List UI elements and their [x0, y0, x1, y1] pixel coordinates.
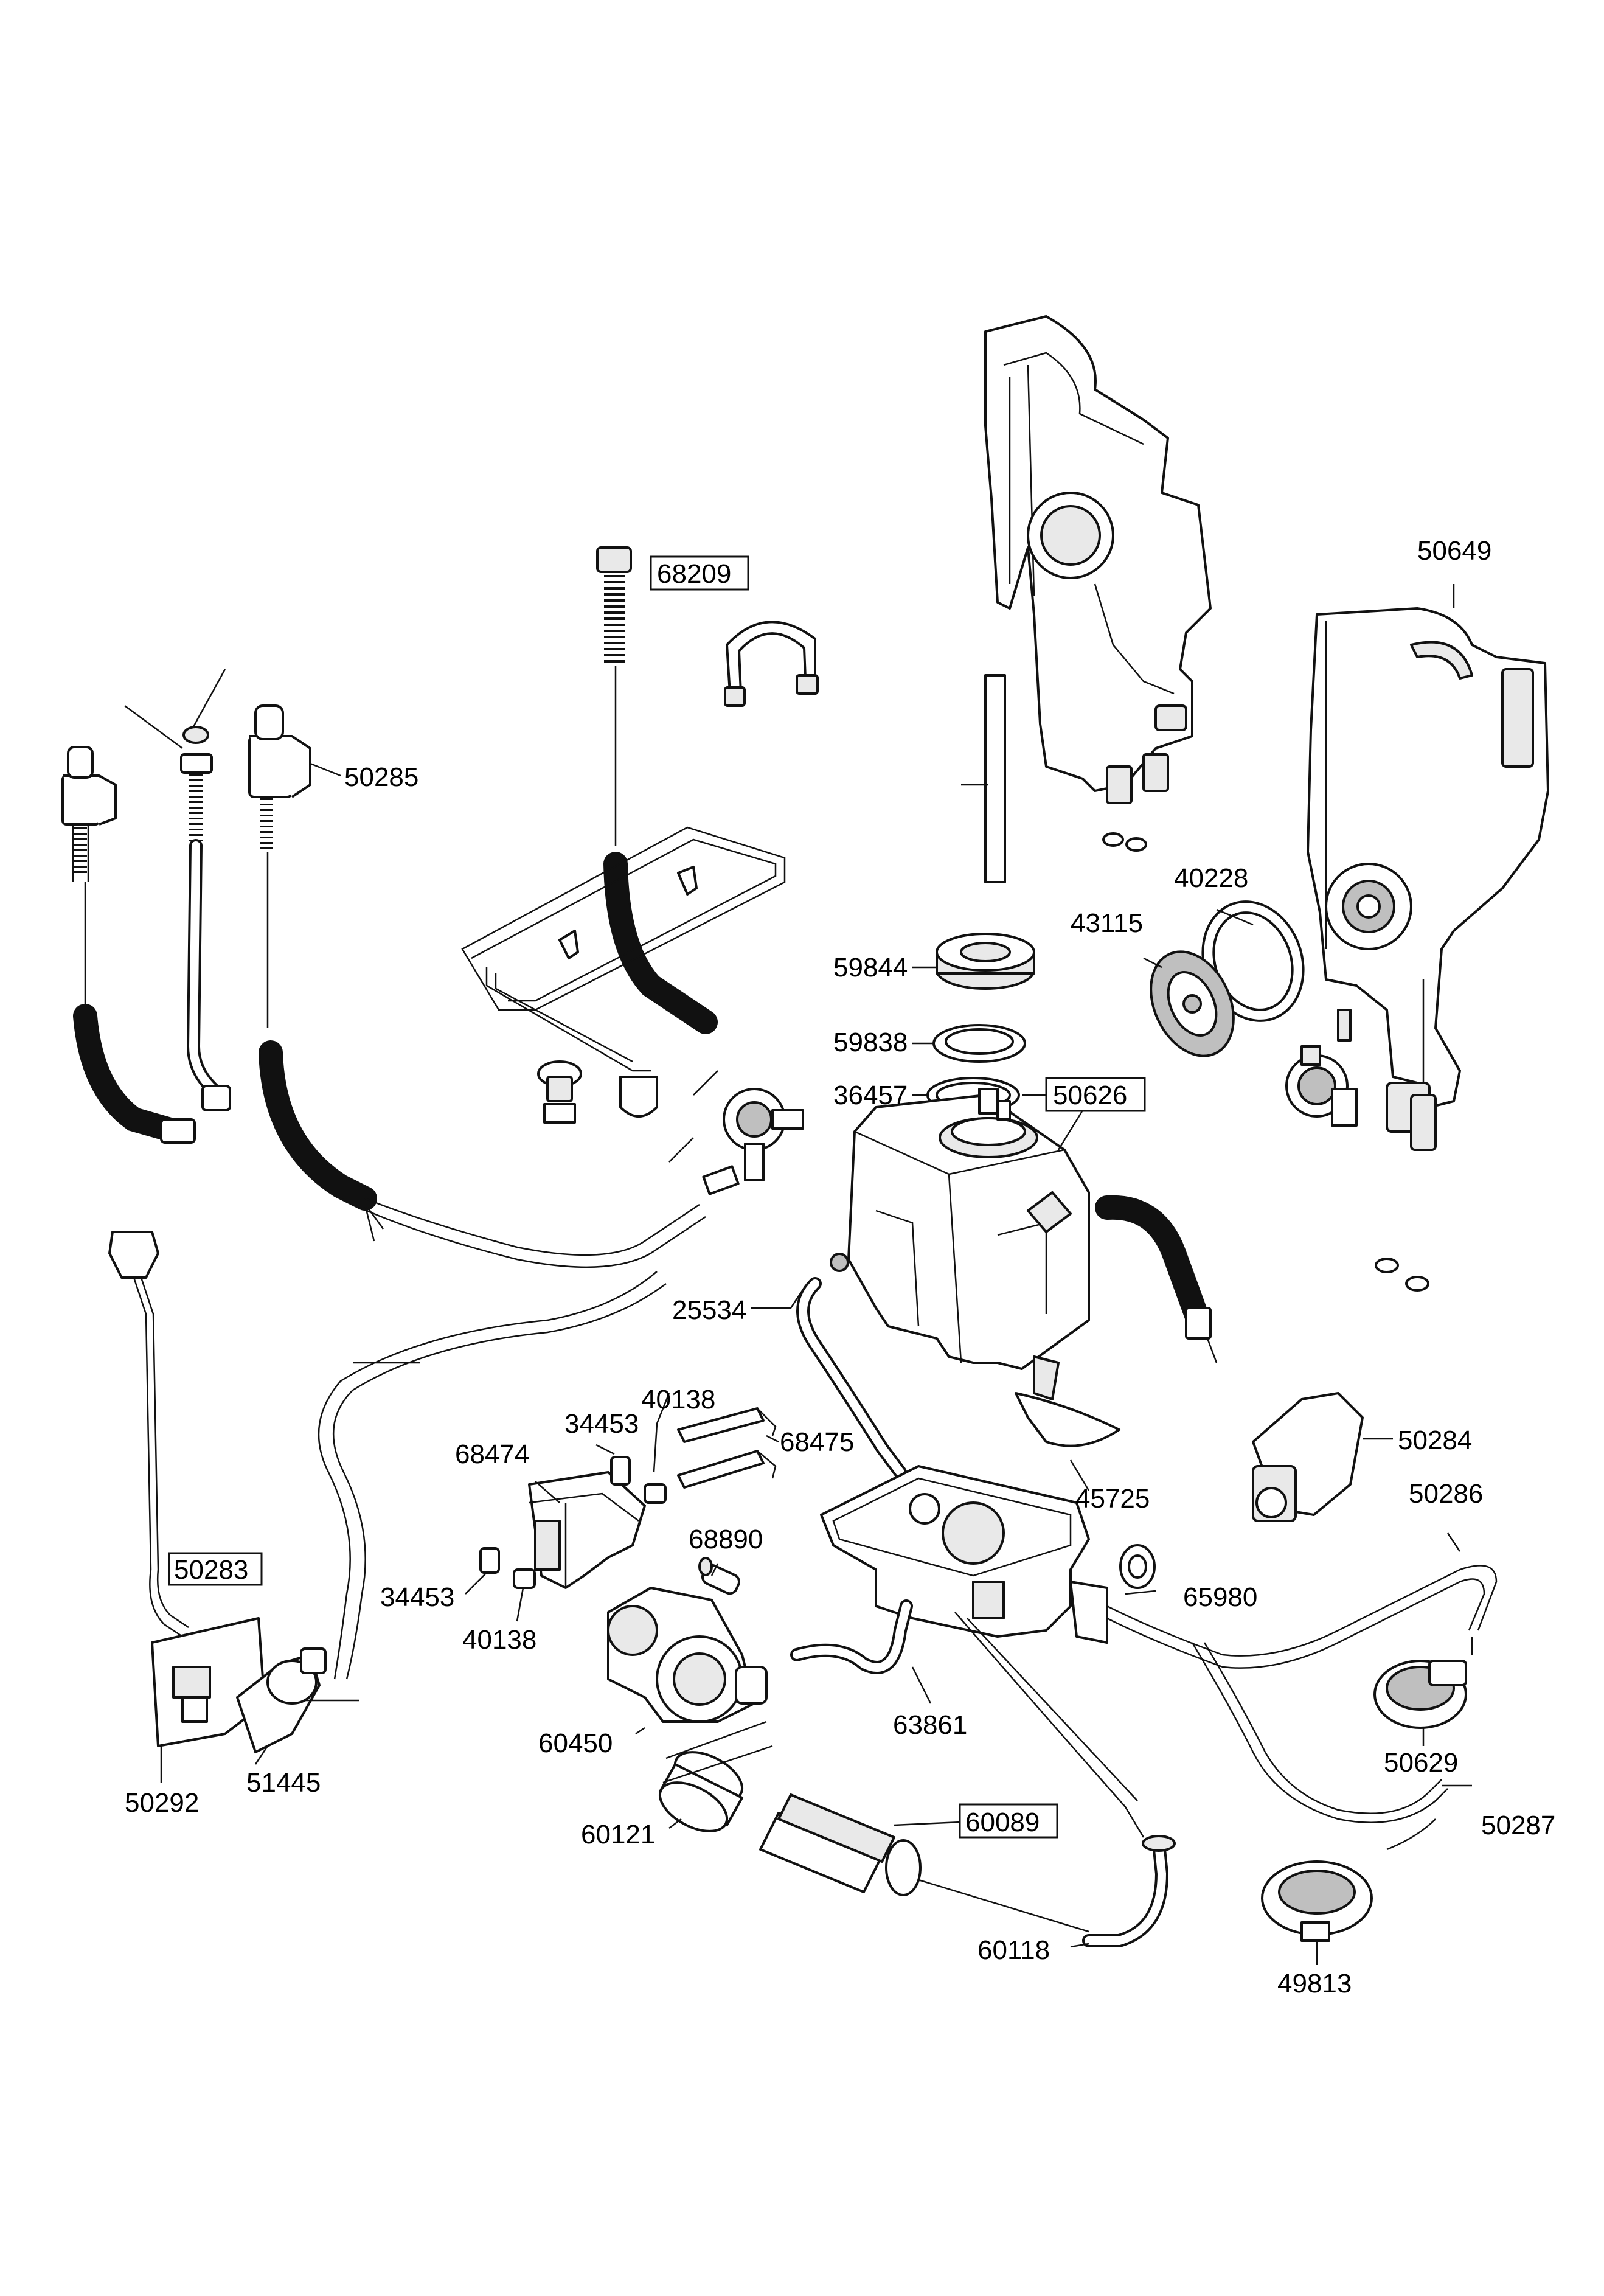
hose-68209[interactable] [596, 546, 718, 1034]
pressure-sensor-50629[interactable] [1373, 1660, 1467, 1729]
clip-34453-bottom[interactable] [479, 1547, 500, 1574]
label-50285[interactable]: 50285 [344, 762, 418, 792]
leader-overflow [668, 1070, 718, 1163]
bracket-68474[interactable] [528, 1471, 646, 1589]
inlet-hose-left[interactable] [61, 746, 196, 1144]
small-connector[interactable] [619, 1076, 658, 1118]
hose-50286[interactable] [1106, 1565, 1498, 1669]
strip-68475[interactable] [677, 1407, 777, 1489]
label-60118[interactable]: 60118 [977, 1935, 1050, 1965]
valve-51445[interactable] [236, 1647, 359, 1753]
label-50292[interactable]: 50292 [125, 1788, 199, 1818]
label-50284[interactable]: 50284 [1398, 1425, 1472, 1455]
impeller-43115[interactable] [1135, 938, 1249, 1070]
label-40228[interactable]: 40228 [1174, 863, 1248, 893]
label-50626[interactable]: 50626 [1053, 1080, 1127, 1110]
hose-60118-line[interactable] [662, 1612, 1145, 1933]
label-40138-bottom[interactable]: 40138 [462, 1625, 536, 1655]
label-box-60089 [959, 1803, 1058, 1839]
board-50292[interactable] [151, 1617, 266, 1747]
label-59838[interactable]: 59838 [833, 1028, 908, 1057]
label-50649[interactable]: 50649 [1417, 536, 1491, 566]
label-68475[interactable]: 68475 [780, 1427, 854, 1457]
label-50287[interactable]: 50287 [1481, 1811, 1555, 1840]
sump-base[interactable] [820, 1465, 1108, 1644]
label-60089[interactable]: 60089 [965, 1807, 1040, 1837]
pressure-sensor-49813[interactable] [1261, 1860, 1373, 1942]
label-65980[interactable]: 65980 [1183, 1582, 1257, 1612]
label-45725[interactable]: 45725 [1075, 1484, 1150, 1514]
coupling-60121[interactable] [652, 1742, 750, 1842]
label-59844[interactable]: 59844 [833, 953, 908, 983]
label-36457[interactable]: 36457 [833, 1080, 908, 1110]
valve-cap[interactable] [537, 1060, 582, 1124]
clip-40138-bottom[interactable] [513, 1568, 536, 1589]
label-50286[interactable]: 50286 [1409, 1479, 1483, 1509]
valve-50284[interactable] [1252, 1392, 1393, 1522]
nut-ring-59838[interactable] [932, 1024, 1026, 1063]
label-60450[interactable]: 60450 [538, 1728, 613, 1758]
inlet-hose-50285[interactable] [248, 704, 706, 1268]
flow-meter-left[interactable] [702, 1088, 804, 1195]
clip-40138-top[interactable] [644, 1483, 667, 1504]
label-43115[interactable]: 43115 [1071, 908, 1143, 938]
label-34453-bottom[interactable]: 34453 [380, 1582, 454, 1612]
leaders [160, 574, 1472, 1965]
label-68209[interactable]: 68209 [657, 559, 731, 589]
label-40138-top[interactable]: 40138 [641, 1385, 715, 1414]
label-60121[interactable]: 60121 [581, 1820, 655, 1849]
label-box-50283 [168, 1552, 263, 1586]
elbow-60118[interactable] [1082, 1835, 1176, 1947]
water-channel-frame[interactable] [984, 315, 1212, 804]
roller-68890[interactable] [698, 1557, 741, 1596]
label-68890[interactable]: 68890 [689, 1525, 763, 1554]
flow-meter-right[interactable] [1285, 1045, 1358, 1127]
drain-hose-corrugated[interactable] [1095, 1195, 1218, 1363]
label-68474[interactable]: 68474 [455, 1439, 529, 1469]
deflector-45725[interactable] [1015, 1355, 1120, 1447]
label-50283[interactable]: 50283 [174, 1555, 248, 1585]
label-25534[interactable]: 25534 [672, 1295, 746, 1325]
label-63861[interactable]: 63861 [893, 1710, 967, 1740]
pump-60450[interactable] [607, 1587, 768, 1723]
label-50629[interactable]: 50629 [1384, 1748, 1458, 1778]
bracket-68209[interactable] [724, 621, 819, 707]
label-34453-top[interactable]: 34453 [564, 1409, 639, 1439]
power-cable-50283[interactable] [108, 1231, 189, 1638]
drain-hose-long[interactable] [318, 1271, 667, 1680]
sump-50626[interactable] [830, 1088, 1090, 1370]
label-49813[interactable]: 49813 [1277, 1969, 1352, 1999]
label-box-50626 [1045, 1077, 1146, 1112]
filter-cap-59844[interactable] [936, 933, 1035, 990]
water-tank-50649[interactable] [1307, 607, 1549, 1151]
label-51445[interactable]: 51445 [246, 1768, 321, 1798]
pipe-frame[interactable] [461, 826, 786, 1072]
hose-50287[interactable] [1191, 1642, 1448, 1851]
clip-34453-top[interactable] [610, 1456, 631, 1486]
hose-25534[interactable] [796, 1277, 907, 1479]
label-box-68209 [650, 555, 749, 591]
hose-63861[interactable] [790, 1599, 913, 1674]
grommet-65980[interactable] [1119, 1544, 1156, 1589]
heater-60089[interactable] [759, 1793, 922, 1896]
frame-washers[interactable] [1102, 832, 1147, 852]
inlet-hose-middle[interactable] [124, 669, 231, 1111]
connecting-pipe[interactable] [961, 674, 1006, 883]
tank-washers[interactable] [1375, 1258, 1429, 1292]
